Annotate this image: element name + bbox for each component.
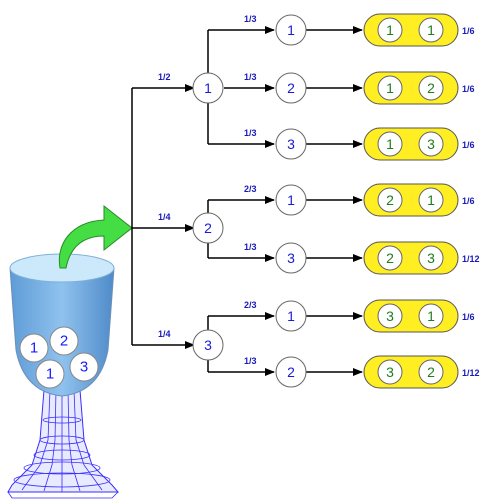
urn-ball-label: 2 <box>60 333 68 350</box>
node-label: 1 <box>204 80 212 96</box>
outcome-pairs: 1 1 1 2 1 3 2 1 2 3 <box>363 13 459 389</box>
tree-node: 3 <box>275 128 307 160</box>
urn-ball: 2 <box>49 326 79 356</box>
node-label: 3 <box>287 250 295 266</box>
node-label: 2 <box>287 364 295 380</box>
pair-first: 1 <box>386 22 394 38</box>
urn-ball: 1 <box>35 359 65 389</box>
outcome-prob-label: 1/12 <box>462 254 480 264</box>
pair-second: 3 <box>427 250 435 266</box>
outcome-pair: 2 1 <box>363 183 459 217</box>
prob-label: 1/3 <box>244 14 257 24</box>
prob-label: 1/3 <box>244 242 257 252</box>
outcome-prob-label: 1/6 <box>462 312 475 322</box>
pair-first: 1 <box>386 80 394 96</box>
prob-label: 2/3 <box>244 300 257 310</box>
pair-second: 2 <box>427 364 435 380</box>
second-draw-probabilities: 1/3 1/3 1/3 2/3 1/3 2/3 1/3 <box>244 14 257 366</box>
prob-label: 1/4 <box>158 212 171 222</box>
outcome-prob-label: 1/6 <box>462 26 475 36</box>
tree-node: 2 <box>275 72 307 104</box>
outcome-pair: 1 3 <box>363 127 459 161</box>
node-label: 1 <box>287 22 295 38</box>
outcome-prob-label: 1/6 <box>462 84 475 94</box>
prob-label: 1/4 <box>158 329 171 339</box>
tree-node: 1 <box>192 72 224 104</box>
tree-node: 2 <box>275 356 307 388</box>
prob-label: 1/3 <box>244 72 257 82</box>
outcome-pair: 1 2 <box>363 71 459 105</box>
pair-second: 1 <box>427 308 435 324</box>
pair-first: 3 <box>386 308 394 324</box>
outcome-prob-label: 1/6 <box>462 196 475 206</box>
urn-ball: 1 <box>19 333 49 363</box>
urn-ball: 3 <box>69 352 99 382</box>
tree-node: 2 <box>192 212 224 244</box>
second-draw-nodes: 1 2 3 1 3 1 2 <box>275 14 307 388</box>
pair-second: 3 <box>427 136 435 152</box>
prob-label: 1/3 <box>244 128 257 138</box>
tree-node: 1 <box>275 300 307 332</box>
goblet-illustration: 1 2 1 3 <box>7 204 133 499</box>
goblet-stem <box>7 389 120 493</box>
node-label: 3 <box>204 337 212 353</box>
prob-label: 2/3 <box>244 184 257 194</box>
first-draw-probabilities: 1/2 1/4 1/4 <box>158 72 171 339</box>
outcome-pair: 3 2 <box>363 355 459 389</box>
urn-balls: 1 2 1 3 <box>19 326 99 389</box>
node-label: 2 <box>204 220 212 236</box>
pair-first: 2 <box>386 250 394 266</box>
tree-node: 1 <box>275 184 307 216</box>
urn-ball-label: 3 <box>80 359 88 376</box>
node-label: 1 <box>287 308 295 324</box>
node-label: 1 <box>287 192 295 208</box>
outcome-pair: 3 1 <box>363 299 459 333</box>
outcome-prob-label: 1/12 <box>462 368 480 378</box>
prob-label: 1/3 <box>244 356 257 366</box>
draw-arrow-icon <box>58 204 133 269</box>
tree-connectors <box>131 26 363 376</box>
node-label: 3 <box>287 136 295 152</box>
node-label: 2 <box>287 80 295 96</box>
pair-first: 3 <box>386 364 394 380</box>
pair-second: 2 <box>427 80 435 96</box>
outcome-pair: 1 1 <box>363 13 459 47</box>
pair-second: 1 <box>427 192 435 208</box>
tree-node: 3 <box>275 242 307 274</box>
outcome-pair: 2 3 <box>363 241 459 275</box>
pair-first: 1 <box>386 136 394 152</box>
outcome-probabilities: 1/6 1/6 1/6 1/6 1/12 1/6 1/12 <box>462 26 480 378</box>
urn-ball-label: 1 <box>46 366 54 383</box>
tree-node: 3 <box>192 329 224 361</box>
first-draw-nodes: 1 2 3 <box>192 72 224 361</box>
outcome-prob-label: 1/6 <box>462 140 475 150</box>
pair-first: 2 <box>386 192 394 208</box>
urn-ball-label: 1 <box>30 340 38 357</box>
tree-node: 1 <box>275 14 307 46</box>
prob-label: 1/2 <box>158 72 171 82</box>
goblet-stem-wires <box>7 389 119 499</box>
pair-second: 1 <box>427 22 435 38</box>
